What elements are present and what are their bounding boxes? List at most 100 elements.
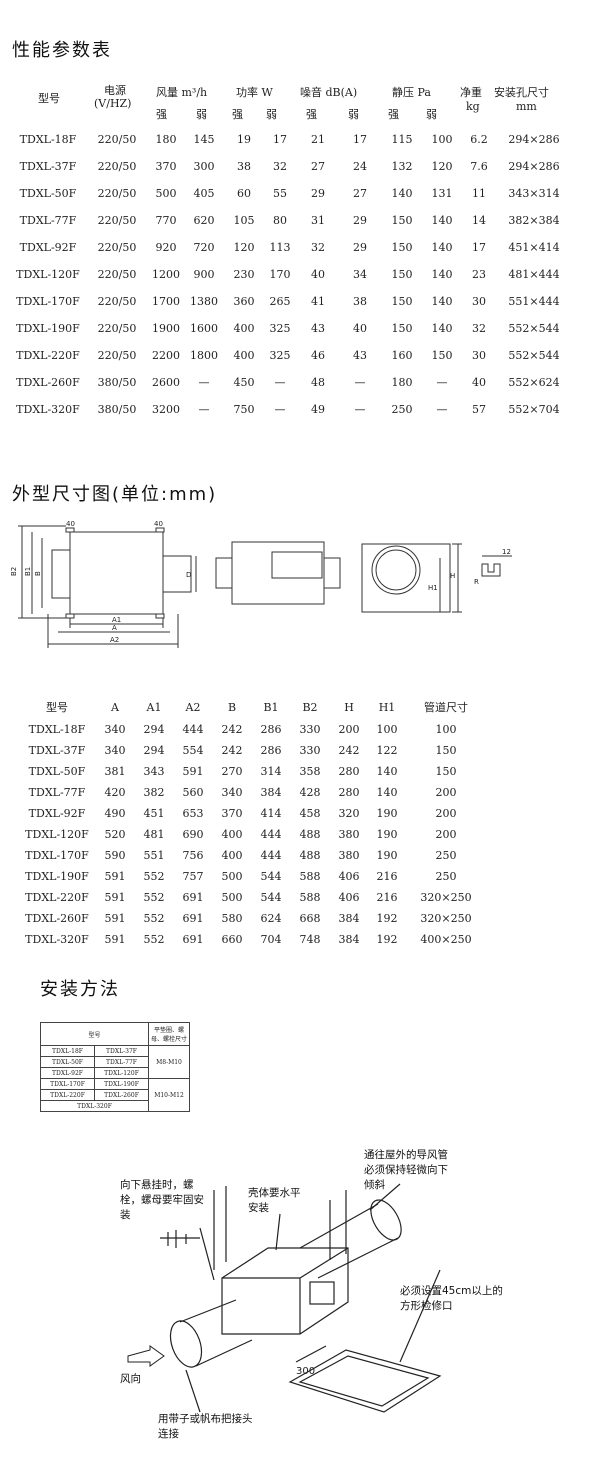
header-net-weight: 净重 [460,86,482,99]
table-cell: 591 [104,933,126,946]
table-cell: 29 [353,241,367,254]
header-power-strong: 强 [232,108,243,121]
install-model: TDXL-120F [94,1067,149,1079]
header-power-supply-unit: (V/HZ) [94,97,132,110]
table-cell: 588 [299,870,321,883]
table-cell: 3200 [152,403,180,416]
table-cell: 294×286 [508,160,560,173]
table-cell: 920 [155,241,177,254]
install-model: TDXL-170F [40,1078,95,1090]
table-cell: 544 [260,891,282,904]
table-cell: 7.6 [470,160,488,173]
table-cell: 770 [155,214,177,227]
table-cell: 552×544 [508,322,560,335]
table-cell: 294 [143,723,165,736]
table-cell: 330 [299,744,321,757]
label-a1: A1 [112,616,121,624]
header-power: 功率 W [236,86,273,99]
header-noise: 噪音 dB(A) [300,86,358,99]
table-cell: TDXL-92F [28,807,86,820]
install-model: TDXL-37F [94,1045,149,1057]
header-static-pressure: 静压 Pa [392,86,431,99]
table-cell: TDXL-220F [16,349,80,362]
table-cell: — [436,403,448,416]
table-cell: 384 [338,933,360,946]
table-cell: 140 [431,268,453,281]
table-cell: 450 [233,376,255,389]
table-cell: 180 [155,133,177,146]
table-cell: 380/50 [97,403,137,416]
label-40-left: 40 [66,520,75,528]
column-header: 管道尺寸 [424,701,468,714]
bracket-detail [481,563,501,577]
table-cell: 32 [311,241,325,254]
table-cell: 380 [338,849,360,862]
table-cell: 900 [193,268,215,281]
table-cell: 140 [376,765,398,778]
table-cell: 220/50 [97,295,137,308]
table-cell: 690 [182,828,204,841]
table-cell: 552×544 [508,349,560,362]
table-cell: 444 [260,849,282,862]
header-mounting-hole: 安装孔尺寸 [494,86,549,99]
table-cell: 2200 [152,349,180,362]
table-cell: 691 [182,912,204,925]
table-cell: 150 [435,744,457,757]
table-cell: 1600 [190,322,218,335]
table-cell: 552 [143,870,165,883]
front-view-body [231,541,325,605]
table-cell: 170 [269,268,291,281]
access-port [288,1349,442,1413]
table-cell: 1700 [152,295,180,308]
table-cell: 60 [237,187,251,200]
table-cell: 140 [431,295,453,308]
table-cell: 551 [143,849,165,862]
table-cell: 500 [221,891,243,904]
table-cell: 140 [431,241,453,254]
table-cell: 343 [143,765,165,778]
table-cell: 340 [104,744,126,757]
table-cell: 150 [391,268,413,281]
header-model: 型号 [38,92,60,105]
table-cell: 40 [353,322,367,335]
table-cell: 488 [299,828,321,841]
table-cell: 57 [472,403,486,416]
table-cell: 428 [299,786,321,799]
table-cell: 552 [143,891,165,904]
table-cell: 30 [472,349,486,362]
table-cell: 29 [311,187,325,200]
table-cell: 38 [237,160,251,173]
table-cell: 140 [431,214,453,227]
installation-illustration: 300 [127,1183,442,1413]
label-b2: B2 [10,567,18,576]
table-cell: 490 [104,807,126,820]
table-cell: TDXL-220F [25,891,89,904]
table-cell: 704 [260,933,282,946]
install-model: TDXL-220F [40,1089,95,1101]
table-cell: 451×414 [508,241,560,254]
table-cell: 46 [311,349,325,362]
table-cell: 250 [435,849,457,862]
label-r: R [474,578,479,586]
table-cell: 30 [472,295,486,308]
table-cell: 444 [260,828,282,841]
table-cell: 400×250 [420,933,472,946]
table-cell: 216 [376,891,398,904]
table-cell: TDXL-77F [19,214,77,227]
table-cell: 554 [182,744,204,757]
note-level: 壳体要水平安装 [248,1187,301,1214]
table-cell: 552×704 [508,403,560,416]
table-cell: TDXL-18F [19,133,77,146]
table-cell: 270 [221,765,243,778]
table-cell: 380 [338,828,360,841]
header-noise-weak: 弱 [348,108,359,121]
table-cell: 320 [338,807,360,820]
table-cell: 49 [311,403,325,416]
